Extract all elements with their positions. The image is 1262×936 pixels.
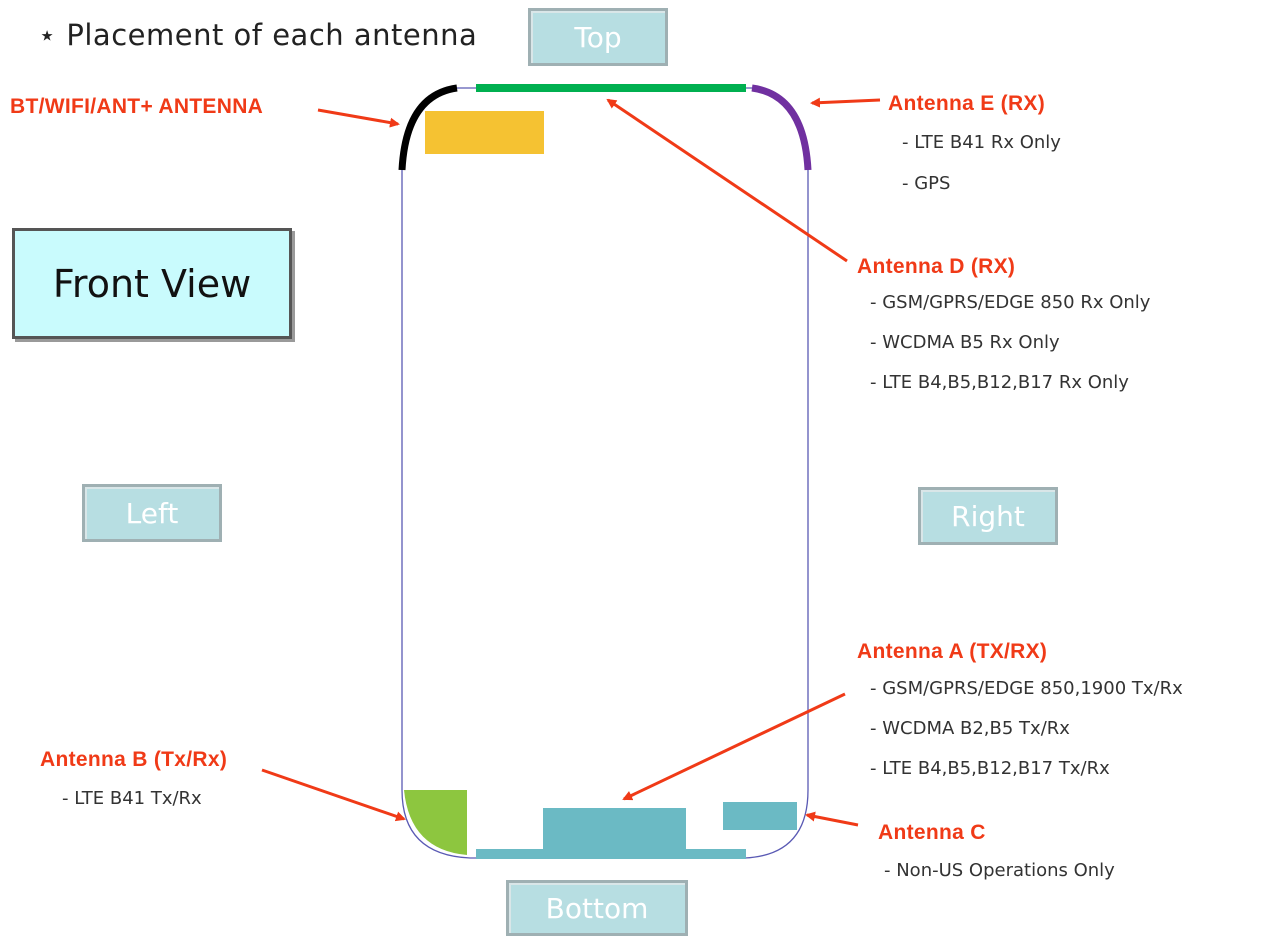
antenna-c-block: [723, 802, 797, 830]
antenna-c-item-1: - Non-US Operations Only: [884, 860, 1115, 881]
bottom-label: Bottom: [506, 880, 688, 936]
antenna-d-item-1: - GSM/GPRS/EDGE 850 Rx Only: [870, 292, 1151, 313]
page-title: ⋆ Placement of each antenna: [38, 18, 478, 52]
antenna-a-bottom-bar: [476, 849, 746, 859]
antenna-a-item-2: - WCDMA B2,B5 Tx/Rx: [870, 718, 1070, 739]
phone-outline: [401, 87, 809, 859]
antenna-e-curve: [751, 84, 812, 171]
bt-antenna-curve: [398, 84, 458, 171]
arrow-e: [810, 97, 881, 108]
antenna-b-title: Antenna B (Tx/Rx): [40, 748, 228, 771]
bt-wifi-antenna-title: BT/WIFI/ANT+ ANTENNA: [10, 95, 264, 118]
antenna-e-title: Antenna E (RX): [888, 92, 1046, 115]
antenna-a-block: [543, 808, 686, 850]
antenna-e-item-2: - GPS: [902, 173, 951, 194]
antenna-a-item-3: - LTE B4,B5,B12,B17 Tx/Rx: [870, 758, 1110, 779]
antenna-a-title: Antenna A (TX/RX): [857, 640, 1048, 663]
antenna-b-block: [404, 790, 467, 855]
right-label: Right: [918, 487, 1058, 545]
antenna-d-title: Antenna D (RX): [857, 255, 1016, 278]
antenna-b-item-1: - LTE B41 Tx/Rx: [62, 788, 202, 809]
antenna-e-item-1: - LTE B41 Rx Only: [902, 132, 1061, 153]
arrow-bt: [317, 108, 400, 128]
bt-wifi-module: [425, 111, 544, 154]
top-label: Top: [528, 8, 668, 66]
arrow-c: [805, 811, 859, 827]
front-view-label: Front View: [12, 228, 292, 339]
antenna-d-item-3: - LTE B4,B5,B12,B17 Rx Only: [870, 372, 1129, 393]
arrow-a: [622, 692, 846, 801]
left-label: Left: [82, 484, 222, 542]
antenna-d-bar: [476, 84, 746, 92]
arrow-d: [606, 98, 848, 263]
antenna-c-title: Antenna C: [878, 821, 986, 844]
arrow-b: [261, 768, 406, 822]
antenna-d-item-2: - WCDMA B5 Rx Only: [870, 332, 1060, 353]
antenna-a-item-1: - GSM/GPRS/EDGE 850,1900 Tx/Rx: [870, 678, 1183, 699]
